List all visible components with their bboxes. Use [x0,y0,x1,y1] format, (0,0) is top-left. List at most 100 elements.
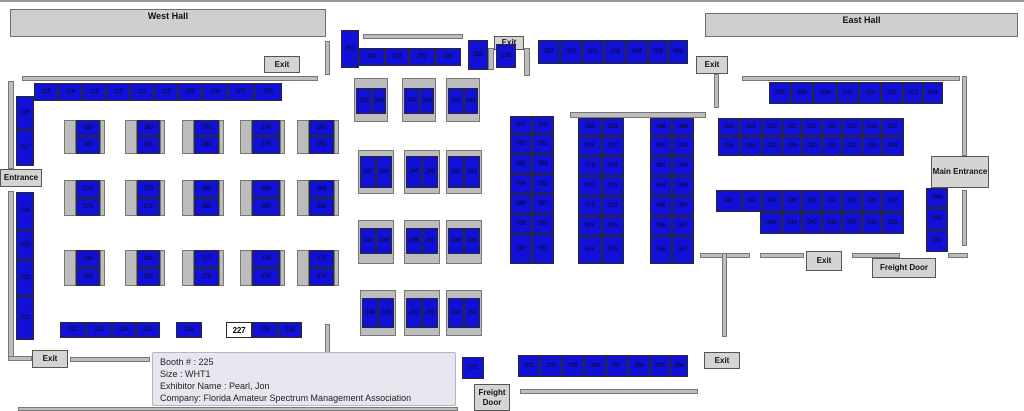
booth[interactable]: 060 [650,136,672,156]
booth[interactable]: 091 [532,234,554,264]
booth[interactable]: 039 [782,190,802,212]
booth[interactable]: 243 [464,88,478,114]
booth[interactable]: 082 [510,154,532,174]
booth[interactable]: 241 [464,156,480,188]
booth[interactable]: 057 [672,236,694,264]
booth[interactable]: 261 [137,136,160,154]
booth[interactable]: 216 [16,96,34,130]
booth[interactable]: 007 [510,116,532,134]
booth[interactable]: 273 [309,250,334,268]
booth[interactable]: 280 [194,136,219,154]
booth[interactable]: 283 [76,268,100,286]
booth[interactable]: 222 [60,322,86,338]
booth[interactable]: 023 [762,118,782,136]
booth[interactable]: 221 [16,296,34,340]
booth[interactable]: 239 [376,228,392,254]
booth[interactable]: 079 [602,156,624,176]
booth[interactable]: 008 [532,116,554,134]
booth[interactable]: 260 [137,120,160,136]
booth[interactable]: 005 [648,40,668,64]
booth[interactable]: 066 [650,196,672,216]
booth[interactable]: 203 [385,48,409,66]
booth[interactable]: 006 [668,40,688,64]
booth[interactable]: 217 [16,130,34,166]
booth[interactable]: 226 [176,322,202,338]
booth[interactable]: 020 [822,118,842,136]
booth[interactable]: 276 [252,268,280,286]
booth[interactable]: 245 [406,156,422,188]
booth[interactable]: 027 [882,190,904,212]
booth[interactable]: 244 [420,88,434,114]
booth[interactable]: 090 [510,234,532,264]
booth[interactable]: 218 [16,192,34,230]
booth[interactable]: 269 [194,198,219,216]
booth[interactable]: 208 [202,83,228,101]
booth[interactable]: 206 [435,48,461,66]
booth[interactable]: 252 [464,298,480,328]
booth[interactable]: 267 [252,198,280,216]
booth[interactable]: 095 [650,355,670,377]
booth[interactable]: 214 [58,83,82,101]
booth[interactable]: 212 [106,83,130,101]
booth[interactable]: 097 [606,355,628,377]
booth[interactable]: 011 [859,82,881,104]
booth[interactable]: 034 [882,136,904,156]
booth[interactable]: 070 [578,176,602,196]
booth[interactable]: 074 [578,236,602,264]
booth[interactable]: 046 [822,212,842,234]
booth[interactable]: 075 [602,236,624,264]
booth[interactable]: 049 [926,188,948,208]
booth[interactable]: 064 [650,176,672,196]
booth[interactable]: 270 [137,180,160,198]
booth[interactable]: 035 [862,190,882,212]
booth-selected[interactable]: 227 [226,322,252,338]
booth[interactable]: 030 [802,136,822,156]
booth[interactable]: 065 [672,176,694,196]
booth[interactable]: 210 [154,83,178,101]
booth[interactable]: 099 [562,355,584,377]
booth[interactable]: 277 [194,250,219,268]
booth[interactable]: 283 [76,136,100,154]
booth[interactable]: 061 [672,136,694,156]
booth[interactable]: 098 [584,355,606,377]
booth[interactable]: 253 [309,136,334,154]
booth[interactable]: 075 [602,216,624,236]
booth[interactable]: 081 [532,134,554,154]
booth[interactable]: 235 [464,228,480,254]
booth[interactable]: 024 [718,118,740,136]
booth[interactable]: 278 [252,120,280,136]
booth[interactable]: 282 [76,120,100,136]
booth[interactable]: 223 [86,322,112,338]
booth[interactable]: 201 [341,30,359,68]
booth[interactable]: 096 [628,355,650,377]
booth[interactable]: 276 [194,268,219,286]
booth[interactable]: 252 [309,120,334,136]
booth[interactable]: 037 [822,190,842,212]
booth[interactable]: 209 [178,83,202,101]
booth[interactable]: 236 [448,228,464,254]
booth[interactable]: 278 [252,250,280,268]
booth[interactable]: 207 [228,83,254,101]
booth[interactable]: 232 [406,298,422,328]
booth[interactable]: 038 [802,190,822,212]
booth[interactable]: 229 [278,322,302,338]
booth[interactable]: 093 [602,118,624,136]
booth[interactable]: 074 [578,216,602,236]
booth[interactable]: 015 [718,136,740,156]
booth[interactable]: 225 [136,322,160,338]
booth[interactable]: 266 [252,180,280,198]
booth[interactable]: 234 [362,298,378,328]
booth[interactable]: 071 [602,176,624,196]
booth[interactable]: 281 [137,250,160,268]
booth[interactable]: 069 [672,118,694,136]
booth[interactable]: 092 [578,118,602,136]
booth[interactable]: 018 [862,118,882,136]
booth[interactable]: 264 [309,180,334,198]
booth[interactable]: 084 [510,174,532,194]
booth[interactable]: 016 [740,136,762,156]
booth[interactable]: 100 [540,355,562,377]
booth[interactable]: 048 [862,212,882,234]
booth[interactable]: 003 [604,40,626,64]
booth[interactable]: 228 [252,322,278,338]
booth[interactable]: 057 [672,216,694,236]
